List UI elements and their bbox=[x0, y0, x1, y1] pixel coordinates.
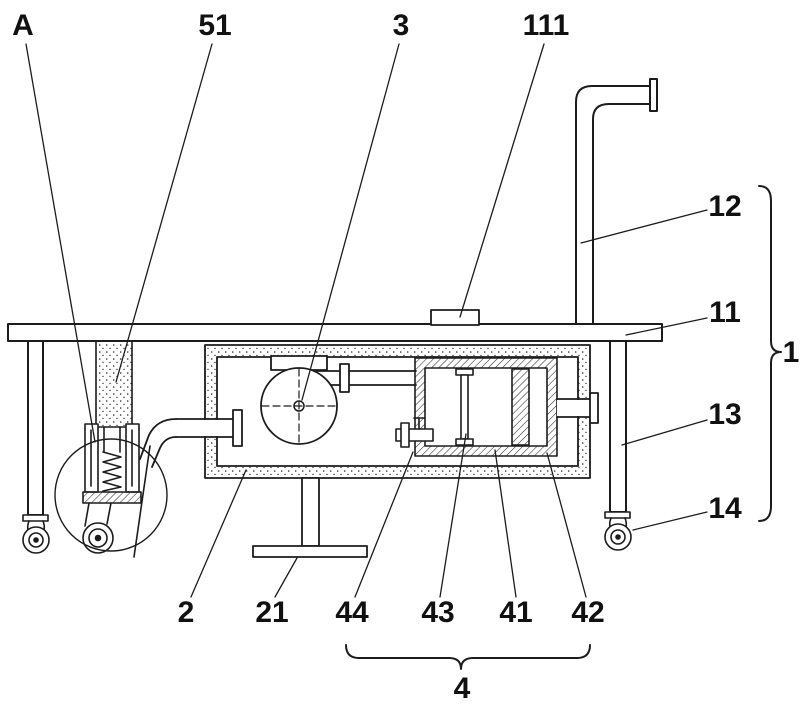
label-111: 111 bbox=[523, 9, 570, 42]
left-leg bbox=[27, 340, 44, 516]
pipe-end-flange bbox=[649, 78, 658, 112]
leader-lines bbox=[25, 43, 708, 598]
outlet-pipe bbox=[556, 392, 599, 424]
assembly-brace-1 bbox=[758, 185, 782, 522]
inlet-pipe bbox=[139, 409, 243, 468]
label-44: 44 bbox=[335, 596, 369, 629]
label-a: A bbox=[12, 9, 34, 42]
leader-43 bbox=[439, 433, 467, 598]
leader-12 bbox=[580, 209, 708, 244]
leader-14 bbox=[632, 511, 708, 531]
label-3: 3 bbox=[393, 9, 410, 42]
label-2: 2 bbox=[178, 596, 195, 629]
pipe-flange bbox=[232, 409, 243, 447]
label-14: 14 bbox=[708, 492, 742, 525]
spring bbox=[102, 451, 122, 492]
leader-51 bbox=[115, 43, 213, 383]
right-caster bbox=[604, 511, 632, 551]
label-21: 21 bbox=[255, 596, 288, 629]
filter-chamber bbox=[414, 357, 558, 457]
table-port-cap bbox=[430, 309, 480, 326]
pipe-flange bbox=[339, 363, 350, 393]
group-brace-4 bbox=[345, 644, 591, 670]
leader-2 bbox=[190, 469, 247, 598]
label-51: 51 bbox=[198, 9, 231, 42]
leader-a bbox=[25, 43, 96, 443]
blower bbox=[260, 355, 338, 445]
leader-21 bbox=[274, 557, 298, 598]
blower-outlet-pipe bbox=[313, 363, 417, 393]
detail-circle-a bbox=[54, 438, 168, 552]
leader-11 bbox=[625, 317, 708, 336]
support-column bbox=[95, 340, 133, 428]
leader-111 bbox=[459, 43, 545, 318]
drain-valve bbox=[395, 417, 434, 448]
filter-element bbox=[511, 368, 530, 446]
label-43: 43 bbox=[421, 596, 454, 629]
leader-41 bbox=[494, 449, 517, 598]
leader-42 bbox=[546, 452, 587, 598]
label-12: 12 bbox=[708, 190, 741, 223]
label-4: 4 bbox=[454, 672, 471, 704]
exhaust-pipe bbox=[575, 78, 658, 325]
pipe-end-flange bbox=[589, 392, 599, 424]
label-1: 1 bbox=[783, 336, 800, 369]
leader-13 bbox=[621, 419, 708, 446]
left-caster bbox=[22, 514, 50, 554]
label-11: 11 bbox=[709, 296, 741, 329]
strut bbox=[133, 445, 151, 558]
base-plate bbox=[82, 491, 142, 504]
support-pedestal bbox=[252, 477, 368, 558]
label-41: 41 bbox=[499, 596, 532, 629]
label-13: 13 bbox=[708, 398, 741, 431]
right-leg bbox=[609, 340, 627, 513]
tabletop bbox=[7, 323, 663, 342]
leader-3 bbox=[301, 43, 400, 401]
label-42: 42 bbox=[571, 596, 604, 629]
leader-44 bbox=[354, 451, 414, 598]
spring-caster-assembly bbox=[82, 423, 151, 558]
